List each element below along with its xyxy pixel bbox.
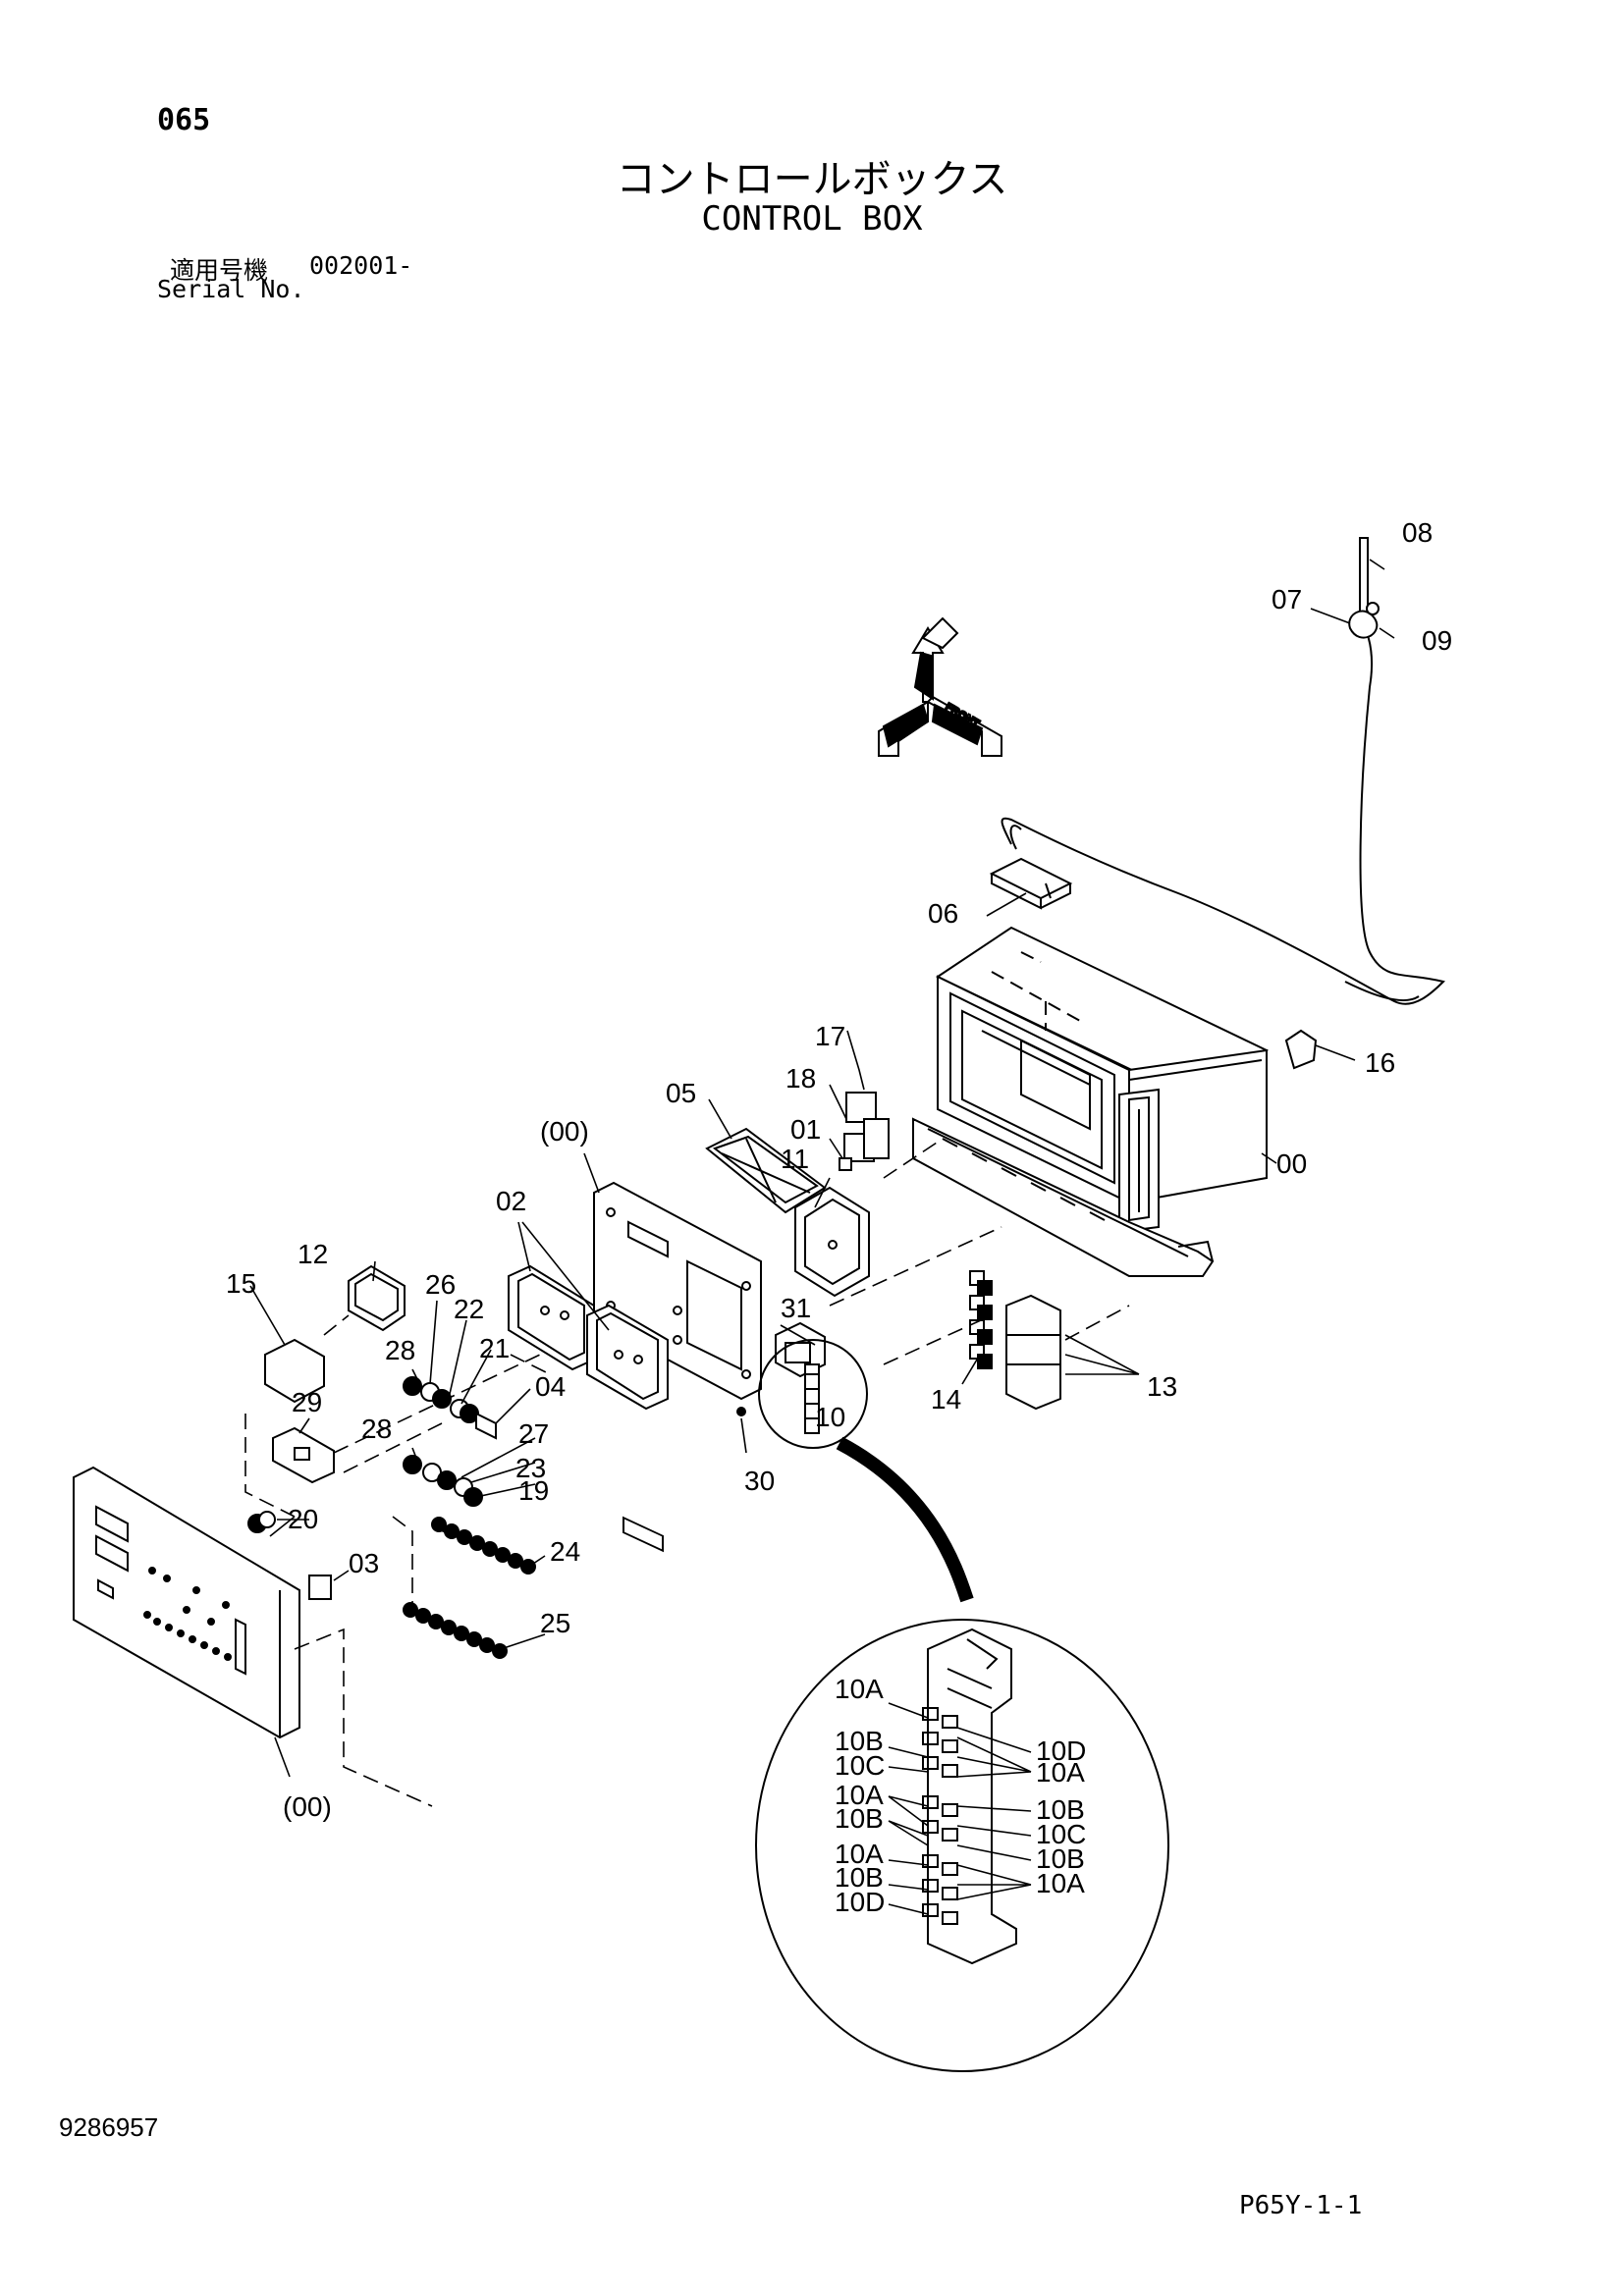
callout-30: 30 [744,1466,775,1496]
callout-16: 16 [1365,1047,1395,1078]
serial-label-japanese: 適用号機 [170,256,269,285]
detail-labels: 10A 10B 10C 10A 10B 10A 10B 10D 10D 10A … [835,1674,1086,1917]
page-number: 065 [157,103,211,137]
detail-label-10a-5: 10A [1036,1868,1085,1898]
detail-marker-circle [758,1339,868,1449]
serial-value: 002001- [309,251,413,280]
part-03 [308,1575,332,1600]
connector-20 [247,1511,276,1533]
detail-label-10a-3: 10A [835,1839,884,1869]
detail-label-10b-4: 10B [1036,1794,1085,1825]
callout-10: 10 [815,1402,845,1432]
front-panel [73,1466,300,1739]
callout-23: 23 [515,1453,546,1483]
callout-01: 01 [790,1114,821,1145]
detail-label-10b-3: 10B [835,1862,884,1893]
connectors-upper [403,1376,497,1440]
detail-label-10b-2: 10B [835,1803,884,1834]
terminal-blocks-13 [1005,1294,1061,1411]
callout-14: 14 [931,1384,961,1415]
callout-19: 19 [518,1475,549,1506]
orientation-indicator: TOP FRONT RIGHT [878,616,1002,757]
page-reference: P65Y-1-1 [1239,2191,1363,2220]
connectors-lower [403,1455,483,1507]
callout-00-plate: (00) [540,1116,589,1147]
detail-label-10c-1: 10C [835,1750,885,1781]
plate-15 [264,1338,325,1404]
callout-28-upper: 28 [385,1335,415,1365]
callout-09: 09 [1422,625,1452,656]
board-11 [794,1186,870,1298]
detail-label-10a-2: 10A [835,1780,884,1810]
callout-27: 27 [518,1418,549,1449]
callout-02: 02 [496,1186,526,1216]
callout-11: 11 [781,1144,809,1174]
callout-08: 08 [1402,517,1433,548]
callout-00-panel: (00) [283,1791,332,1822]
callout-03: 03 [349,1548,379,1578]
terminal-row-25 [403,1602,508,1659]
detail-label-10d-1: 10D [835,1887,885,1917]
callout-26: 26 [425,1269,456,1300]
assembly-leaders [244,1138,1130,1807]
title-japanese: コントロールボックス [616,157,1008,202]
callout-13: 13 [1147,1371,1177,1402]
callout-24: 24 [550,1536,580,1567]
callout-15: 15 [226,1268,256,1299]
serial-label-english: Serial No. [157,275,305,303]
callout-31: 31 [781,1293,811,1323]
callout-29: 29 [292,1387,322,1417]
detail-label-10b-1: 10B [835,1726,884,1756]
boards-02 [508,1264,669,1411]
callout-00: 00 [1276,1148,1307,1179]
terminal-10 [736,1363,820,1434]
gasket-12 [348,1264,406,1332]
detail-label-10d-2: 10D [1036,1735,1086,1766]
callout-04: 04 [535,1371,566,1402]
callout-25: 25 [540,1608,570,1638]
detail-terminal-block [922,1628,1017,1965]
orientation-top-label: TOP [917,664,933,687]
document-number: 9286957 [59,2112,159,2142]
detail-label-10a-4: 10A [1036,1757,1085,1788]
harness-cable [1001,537,1445,1005]
callout-22: 22 [454,1294,484,1324]
callout-06: 06 [928,898,958,929]
callout-labels: 00 (00) (00) 01 02 03 04 05 06 07 08 09 … [226,517,1452,1822]
detail-label-10b-5: 10B [1036,1843,1085,1874]
callout-17: 17 [815,1021,845,1051]
callout-20: 20 [288,1504,318,1534]
terminal-row-24 [431,1517,536,1575]
switch-29 [272,1426,335,1484]
relay-group [839,1092,890,1171]
detail-label-10a-1: 10A [835,1674,884,1704]
callout-18: 18 [785,1063,816,1094]
detail-label-10c-2: 10C [1036,1819,1086,1849]
callout-05: 05 [666,1078,696,1108]
clip-16 [1284,1029,1318,1070]
detail-circle [755,1619,1169,2072]
callout-12: 12 [298,1239,328,1269]
callout-21: 21 [479,1333,510,1363]
module-06 [989,857,1073,910]
title-english: CONTROL BOX [701,199,923,239]
cabinet-box [912,926,1270,1277]
callout-07: 07 [1272,584,1302,614]
connectors-14 [969,1270,993,1369]
detail-leaders [888,1702,1032,1915]
detail-pointer [836,1436,974,1603]
callout-leaders [249,559,1395,1778]
callout-28-lower: 28 [361,1414,392,1444]
